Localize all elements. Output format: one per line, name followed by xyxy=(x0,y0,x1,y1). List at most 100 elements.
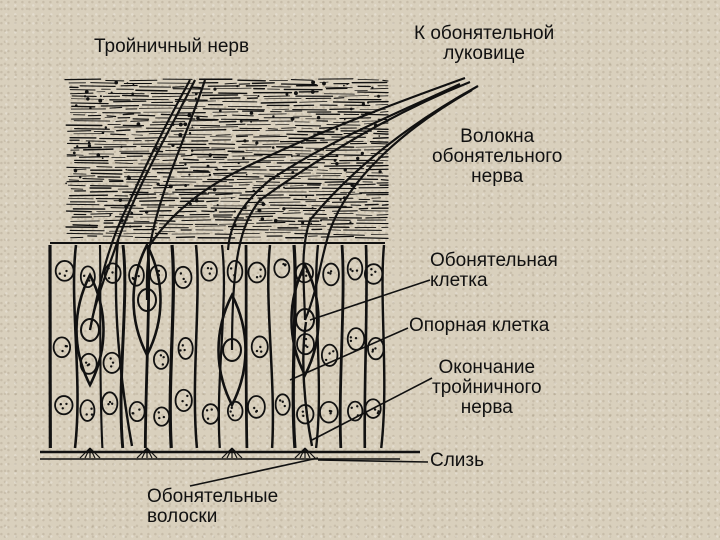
label-olfactory-nerve-fibers: Волокна обонятельного нерва xyxy=(432,127,562,187)
tissue-stroke xyxy=(264,96,290,97)
nucleus-chromatin xyxy=(305,275,307,277)
tissue-stroke xyxy=(282,84,317,85)
tissue-dot xyxy=(261,202,265,206)
tissue-stroke xyxy=(377,215,388,216)
tissue-stroke xyxy=(356,238,388,239)
tissue-stroke xyxy=(358,79,379,80)
nucleus-chromatin xyxy=(107,403,109,405)
tissue-dot xyxy=(125,169,127,171)
label-trigeminal-nerve: Тройничный нерв xyxy=(94,37,249,57)
tissue-stroke xyxy=(91,186,128,187)
tissue-stroke xyxy=(238,214,275,215)
tissue-dot xyxy=(311,90,315,94)
tissue-stroke xyxy=(154,187,171,188)
nucleus-chromatin xyxy=(62,407,64,409)
cell-nucleus xyxy=(154,407,169,425)
nucleus-chromatin xyxy=(351,270,353,272)
tissue-dot xyxy=(246,174,248,176)
tissue-dot xyxy=(301,221,304,224)
nucleus-chromatin xyxy=(211,408,213,410)
tissue-dot xyxy=(367,101,369,103)
nucleus-chromatin xyxy=(351,407,353,409)
nucleus-chromatin xyxy=(350,336,352,338)
cell-nucleus xyxy=(248,396,265,418)
nucleus-chromatin xyxy=(206,409,208,411)
tissue-stroke xyxy=(70,195,108,196)
tissue-dot xyxy=(343,85,345,87)
tissue-stroke xyxy=(268,129,277,130)
tissue-dot xyxy=(191,126,193,128)
tissue-dot xyxy=(137,122,141,126)
tissue-dot xyxy=(283,187,285,189)
nucleus-chromatin xyxy=(374,408,376,410)
nucleus-chromatin xyxy=(330,270,332,272)
tissue-stroke xyxy=(153,168,188,169)
nucleus-chromatin xyxy=(85,361,87,363)
tissue-dot xyxy=(282,207,285,210)
tissue-stroke xyxy=(283,213,300,214)
nucleus-chromatin xyxy=(329,272,331,274)
tissue-dot xyxy=(145,210,148,213)
tissue-dot xyxy=(179,123,183,127)
nucleus-chromatin xyxy=(60,403,62,405)
tissue-stroke xyxy=(334,235,365,236)
cell-wall xyxy=(170,245,173,448)
nucleus-chromatin xyxy=(374,271,376,273)
cell-nucleus xyxy=(175,267,192,288)
tissue-dot xyxy=(349,221,351,223)
tissue-stroke xyxy=(75,129,110,130)
tissue-dot xyxy=(120,146,122,148)
tissue-dot xyxy=(291,171,294,174)
nucleus-chromatin xyxy=(111,271,113,273)
tissue-dot xyxy=(105,126,107,128)
tissue-stroke xyxy=(300,102,327,103)
tissue-stroke xyxy=(321,236,353,237)
tissue-dot xyxy=(346,83,348,85)
nerve-fiber-bundle xyxy=(90,78,478,446)
tissue-dot xyxy=(291,117,295,121)
tissue-dot xyxy=(234,211,236,213)
tissue-stroke xyxy=(134,221,149,222)
tissue-stroke xyxy=(344,155,375,156)
cell-nucleus xyxy=(55,396,73,414)
tissue-stroke xyxy=(266,130,293,131)
nucleus-chromatin xyxy=(259,268,261,270)
nucleus-chromatin xyxy=(259,346,261,348)
tissue-stroke xyxy=(190,120,217,121)
tissue-stroke xyxy=(214,115,227,116)
tissue-stroke xyxy=(216,194,232,195)
tissue-stroke xyxy=(176,128,194,129)
tissue-stroke xyxy=(374,133,388,134)
tissue-dot xyxy=(344,119,346,121)
label-supporting-cell: Опорная клетка xyxy=(409,316,549,336)
tissue-dot xyxy=(189,132,191,134)
tissue-dot xyxy=(350,108,353,111)
tissue-dot xyxy=(250,121,252,123)
tissue-stroke xyxy=(140,211,171,212)
tissue-stroke xyxy=(215,188,246,189)
tissue-dot xyxy=(291,155,293,157)
tissue-stroke xyxy=(253,208,279,209)
tissue-stroke xyxy=(356,215,372,216)
nucleus-chromatin xyxy=(138,408,140,410)
tissue-stroke xyxy=(189,130,226,131)
tissue-dot xyxy=(111,92,113,94)
nucleus-chromatin xyxy=(162,363,164,365)
tissue-dot xyxy=(371,87,373,89)
tissue-stroke xyxy=(67,211,92,212)
tissue-dot xyxy=(312,207,314,209)
tissue-stroke xyxy=(339,96,369,97)
tissue-dot xyxy=(156,182,159,185)
tissue-dot xyxy=(209,153,212,156)
tissue-stroke xyxy=(211,208,246,209)
tissue-stroke xyxy=(291,80,312,81)
tissue-dot xyxy=(274,219,278,223)
tissue-dot xyxy=(102,131,105,134)
cell-nucleus xyxy=(320,402,338,423)
tissue-dot xyxy=(311,80,315,84)
tissue-stroke xyxy=(367,166,388,167)
tissue-dot xyxy=(85,90,89,94)
nucleus-chromatin xyxy=(158,417,160,419)
